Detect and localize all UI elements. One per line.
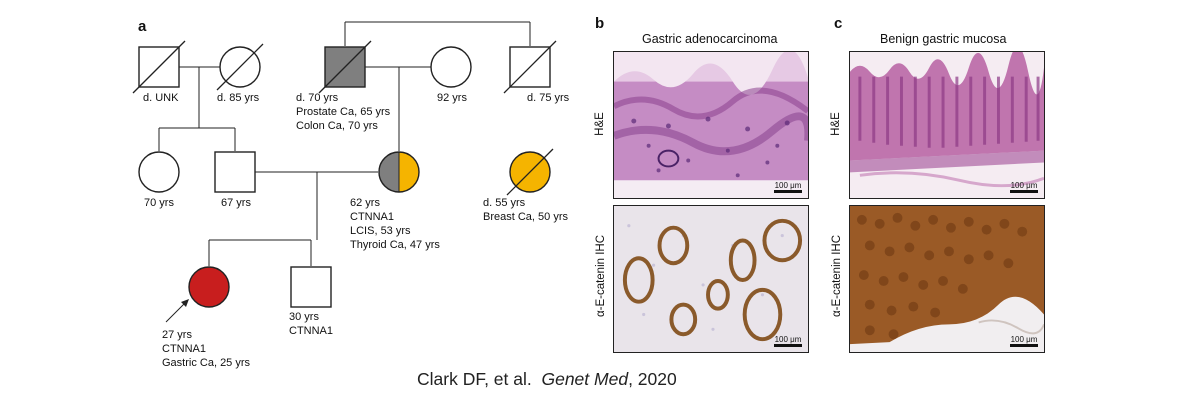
panel-c-label-ihc: α-E-catenin IHC — [831, 234, 843, 318]
scalebar-c-ihc: 100 μm — [1010, 335, 1038, 347]
citation-journal: Genet Med — [541, 369, 629, 389]
panel-b-title: Gastric adenocarcinoma — [642, 32, 778, 46]
panel-b-label-ihc: α-E-catenin IHC — [595, 234, 607, 318]
micrograph-c-he: 100 μm — [849, 51, 1045, 199]
panel-letter-c: c — [834, 15, 843, 32]
proband-arrow-head — [181, 299, 189, 307]
individual-aunt: 70 yrs — [138, 151, 180, 209]
individual-gp-right-female: 92 yrs — [430, 46, 472, 104]
individual-proband: 27 yrs CTNNA1 Gastric Ca, 25 yrs — [162, 266, 251, 369]
label-gp-left-male: d. UNK — [143, 92, 179, 104]
label-gp-right-male2: d. 75 yrs — [527, 92, 570, 104]
panel-letter-a: a — [138, 18, 147, 35]
label-proband: 27 yrs CTNNA1 Gastric Ca, 25 yrs — [162, 329, 251, 369]
panel-b-label-he: H&E — [594, 112, 606, 136]
label-gp-right-male: d. 70 yrs Prostate Ca, 65 yrs Colon Ca, … — [296, 92, 393, 132]
label-aunt: 70 yrs — [144, 197, 174, 209]
label-gp-right-female: 92 yrs — [437, 92, 467, 104]
citation: Clark DF, et al. Genet Med, 2020 — [417, 369, 677, 390]
scalebar-b-he: 100 μm — [774, 181, 802, 193]
individual-gp-right-male: d. 70 yrs Prostate Ca, 65 yrs Colon Ca, … — [296, 40, 393, 132]
panel-c-label-he: H&E — [830, 112, 842, 136]
proband-arrow — [165, 302, 186, 323]
individual-gp-right-male2: d. 75 yrs — [503, 40, 570, 104]
panel-c-title: Benign gastric mucosa — [880, 32, 1007, 46]
individual-mother: 62 yrs CTNNA1 LCIS, 53 yrs Thyroid Ca, 4… — [350, 151, 440, 251]
individual-gp-left-female: d. 85 yrs — [216, 43, 264, 104]
individual-father: 67 yrs — [214, 151, 256, 209]
micrograph-b-he: 100 μm — [613, 51, 809, 199]
label-brother: 30 yrs CTNNA1 — [289, 311, 333, 337]
pedigree-chart: a d. UNK d. 85 yrs — [132, 18, 570, 369]
panel-letter-b: b — [595, 15, 605, 32]
micrograph-b-ihc: 100 μm — [613, 205, 809, 353]
scalebar-c-he: 100 μm — [1010, 181, 1038, 193]
individual-gp-left-male: d. UNK — [132, 40, 186, 104]
individual-brother: 30 yrs CTNNA1 — [289, 266, 333, 337]
label-mother: 62 yrs CTNNA1 LCIS, 53 yrs Thyroid Ca, 4… — [350, 197, 440, 251]
pedigree-lines — [158, 21, 531, 266]
citation-authors: Clark DF, et al. — [417, 369, 532, 389]
individual-maternal-aunt: d. 55 yrs Breast Ca, 50 yrs — [483, 148, 568, 223]
label-gp-left-female: d. 85 yrs — [217, 92, 260, 104]
label-father: 67 yrs — [221, 197, 251, 209]
citation-year: , 2020 — [628, 369, 677, 389]
scalebar-b-ihc: 100 μm — [774, 335, 802, 347]
label-maternal-aunt: d. 55 yrs Breast Ca, 50 yrs — [483, 197, 568, 223]
micrograph-c-ihc: 100 μm — [849, 205, 1045, 353]
